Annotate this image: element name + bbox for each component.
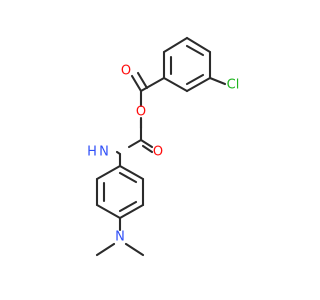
amide-oxygen-label: O [153,145,163,160]
aminophenyl-ring [95,164,145,220]
amide-hydrogen-label: H [87,145,97,160]
atom-labels: O O Cl N H O N [87,64,239,245]
dimethylamino-group [95,216,145,257]
c-cl-bond [208,76,227,86]
ester-group [130,71,166,130]
chlorophenyl-ring [162,36,212,93]
dimethyl-nitrogen-label: N [115,230,125,245]
molecule-diagram: O O Cl N H O N [87,36,239,257]
amide-nitrogen-label: N [99,145,109,160]
amide-linker [115,118,154,168]
carbonyl-oxygen-label: O [121,64,131,79]
ester-oxygen-label: O [136,105,146,120]
chlorine-label: Cl [227,78,240,93]
